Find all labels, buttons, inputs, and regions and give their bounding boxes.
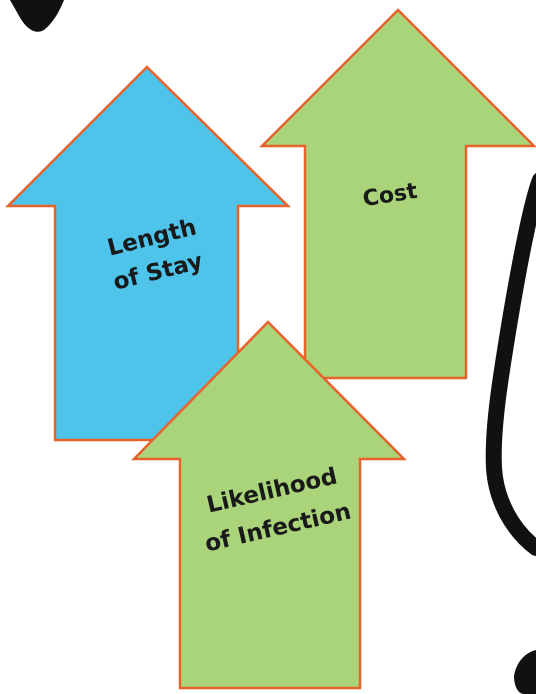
length-of-stay-arrow-shape [4, 65, 292, 442]
cost-arrow: Cost [258, 8, 536, 380]
partial-glyph-top-left [0, 0, 64, 32]
likelihood-of-infection-arrow: Likelihood of Infection [131, 320, 408, 690]
likelihood-of-infection-arrow-shape [131, 320, 408, 690]
partial-glyph-bottom-right [514, 650, 536, 694]
length-of-stay-arrow: Length of Stay [4, 65, 292, 442]
cost-arrow-shape [258, 8, 536, 380]
black-outline-shape [485, 173, 536, 556]
